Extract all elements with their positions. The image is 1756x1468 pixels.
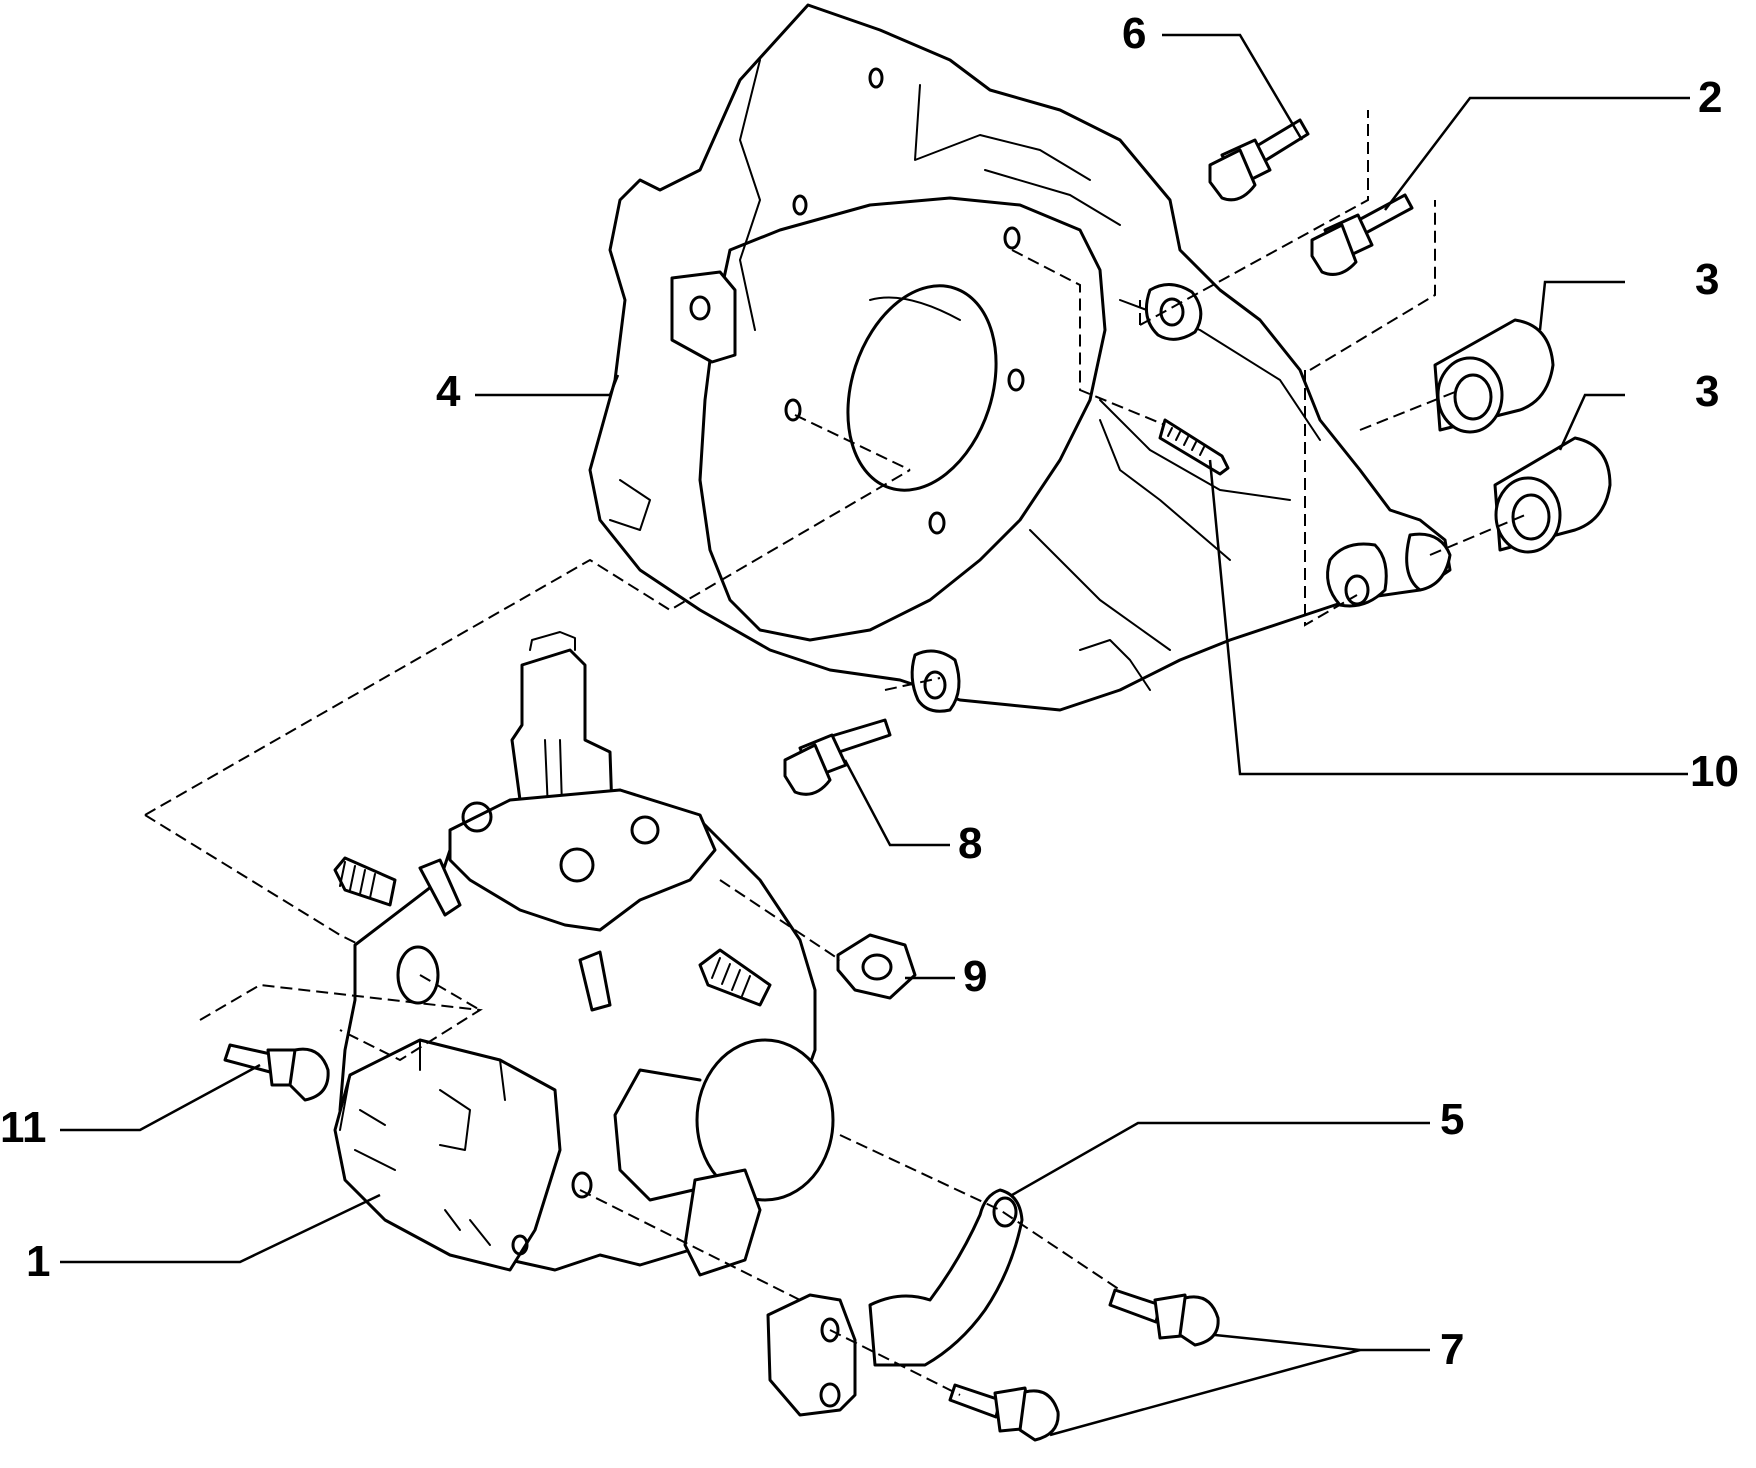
part-6-bolt xyxy=(1208,118,1310,202)
part-3-bushing-lower xyxy=(1493,436,1612,554)
part-3-bushing-upper xyxy=(1433,318,1555,434)
callout-3-upper: 3 xyxy=(1695,255,1720,304)
callout-7: 7 xyxy=(1440,1325,1465,1374)
callout-10: 10 xyxy=(1690,747,1739,796)
callout-2: 2 xyxy=(1698,73,1723,122)
assembly-dashed-lines xyxy=(144,110,1526,1396)
part-7-bolt-lower xyxy=(948,1383,1060,1442)
callout-4: 4 xyxy=(436,367,461,416)
callout-3-lower: 3 xyxy=(1695,367,1720,416)
part-4-bracket-housing xyxy=(588,3,1452,713)
callout-8: 8 xyxy=(958,819,983,868)
callout-11: 11 xyxy=(0,1103,47,1152)
callout-9: 9 xyxy=(963,952,988,1001)
part-2-bolt xyxy=(1310,193,1414,276)
part-11-bolt xyxy=(223,1043,330,1102)
callout-5: 5 xyxy=(1440,1095,1465,1144)
part-9-nut xyxy=(836,933,917,1000)
part-7-bolt-upper xyxy=(1108,1288,1220,1347)
callout-leader-lines xyxy=(60,33,1690,1437)
part-8-bolt xyxy=(783,718,892,796)
callout-1: 1 xyxy=(26,1237,51,1286)
part-1-fuel-pump xyxy=(333,631,835,1277)
part-5-support-strap xyxy=(766,1188,1024,1417)
callout-6: 6 xyxy=(1122,9,1147,58)
